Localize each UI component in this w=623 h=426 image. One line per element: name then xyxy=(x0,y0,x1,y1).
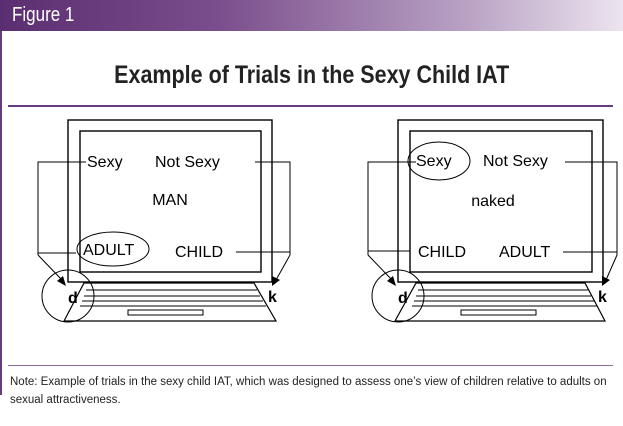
connector-line xyxy=(37,161,86,255)
arrow-head xyxy=(387,276,396,286)
highlight-oval xyxy=(76,231,150,267)
key-left: d xyxy=(68,290,78,307)
keyboard-spacebar xyxy=(460,309,537,316)
key-right: k xyxy=(268,289,277,306)
keyboard xyxy=(63,282,278,322)
key-left: d xyxy=(398,290,408,307)
arrow-head xyxy=(602,276,610,286)
monitor-screen xyxy=(79,130,262,273)
iat-diagram: Sexy Not Sexy MAN ADULT CHILD d k Sexy N… xyxy=(37,119,618,323)
key-right: k xyxy=(598,289,607,306)
connector-line xyxy=(565,161,618,255)
connector-line xyxy=(255,161,291,255)
top-left-label: Sexy xyxy=(87,154,123,171)
title-divider xyxy=(8,105,613,107)
trial-2: Sexy Not Sexy naked CHILD ADULT d k xyxy=(367,119,618,323)
figure-header: Figure 1 xyxy=(0,0,623,31)
trial-1: Sexy Not Sexy MAN ADULT CHILD d k xyxy=(37,119,291,323)
keyboard xyxy=(393,282,606,322)
monitor-screen xyxy=(409,130,593,273)
bottom-left-label: CHILD xyxy=(418,244,466,261)
stimulus-word: MAN xyxy=(152,192,188,209)
top-right-label: Not Sexy xyxy=(155,154,220,171)
bottom-right-label: ADULT xyxy=(499,244,550,261)
connector-line xyxy=(605,254,618,281)
connector-line xyxy=(367,161,416,255)
figure-label: Figure 1 xyxy=(12,4,75,26)
top-left-label: Sexy xyxy=(416,153,452,170)
arrow-head xyxy=(272,276,280,286)
note-divider xyxy=(8,365,613,366)
bottom-right-label: CHILD xyxy=(175,244,223,261)
connector-line xyxy=(367,254,393,281)
top-right-label: Not Sexy xyxy=(483,153,548,170)
monitor-outer xyxy=(397,119,604,283)
arrow-head xyxy=(57,276,66,286)
keyboard-spacebar xyxy=(127,309,204,316)
connector-line xyxy=(275,254,291,281)
figure-title: Example of Trials in the Sexy Child IAT xyxy=(113,61,510,89)
stimulus-word: naked xyxy=(471,193,515,210)
bottom-left-label: ADULT xyxy=(83,242,134,259)
figure-note: Note: Example of trials in the sexy chil… xyxy=(10,376,607,406)
key-highlight-circle xyxy=(371,269,425,323)
connector-line xyxy=(37,254,63,281)
key-highlight-circle xyxy=(41,269,95,323)
highlight-oval xyxy=(407,141,471,181)
left-rule xyxy=(0,31,2,395)
monitor-outer xyxy=(67,119,273,283)
